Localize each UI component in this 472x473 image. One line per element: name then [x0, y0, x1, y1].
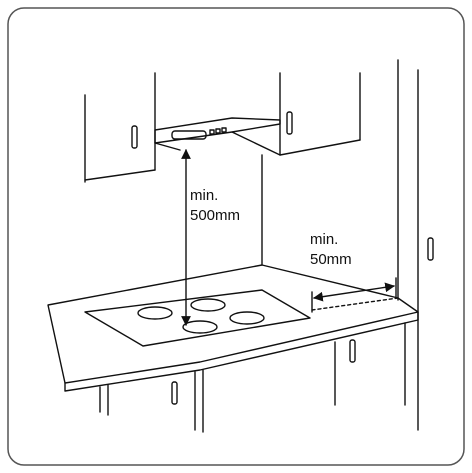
cooker-hood [154, 117, 281, 156]
diagram-frame [7, 7, 465, 466]
hob [84, 289, 311, 347]
base-cabinets [99, 322, 406, 433]
worktop [47, 264, 419, 392]
cabinet-handle [171, 381, 178, 405]
clearance-above-label-line2: 500mm [190, 207, 240, 224]
tall-cabinet [397, 59, 434, 431]
clearance-above-dimension: min. 500mm [181, 149, 240, 326]
clearance-side-dimension: min. 50mm [310, 231, 399, 313]
left-wall-cabinet [84, 72, 156, 183]
clearance-side-label-line2: 50mm [310, 251, 352, 268]
dimension-guide [311, 297, 399, 311]
cabinet-handle [286, 111, 293, 135]
cabinet-handle [349, 339, 356, 363]
right-wall-cabinet [279, 72, 361, 156]
hob-burner [182, 320, 218, 334]
hob-burner [190, 298, 226, 312]
hob-burner [137, 306, 173, 320]
hood-light-panel [171, 130, 207, 140]
dimension-arrow [313, 282, 395, 302]
clearance-above-label-line1: min. [190, 187, 218, 204]
clearance-side-label-line1: min. [310, 231, 338, 248]
cabinet-handle [427, 237, 434, 261]
hob-burner [229, 311, 265, 325]
cabinet-handle [131, 125, 138, 149]
